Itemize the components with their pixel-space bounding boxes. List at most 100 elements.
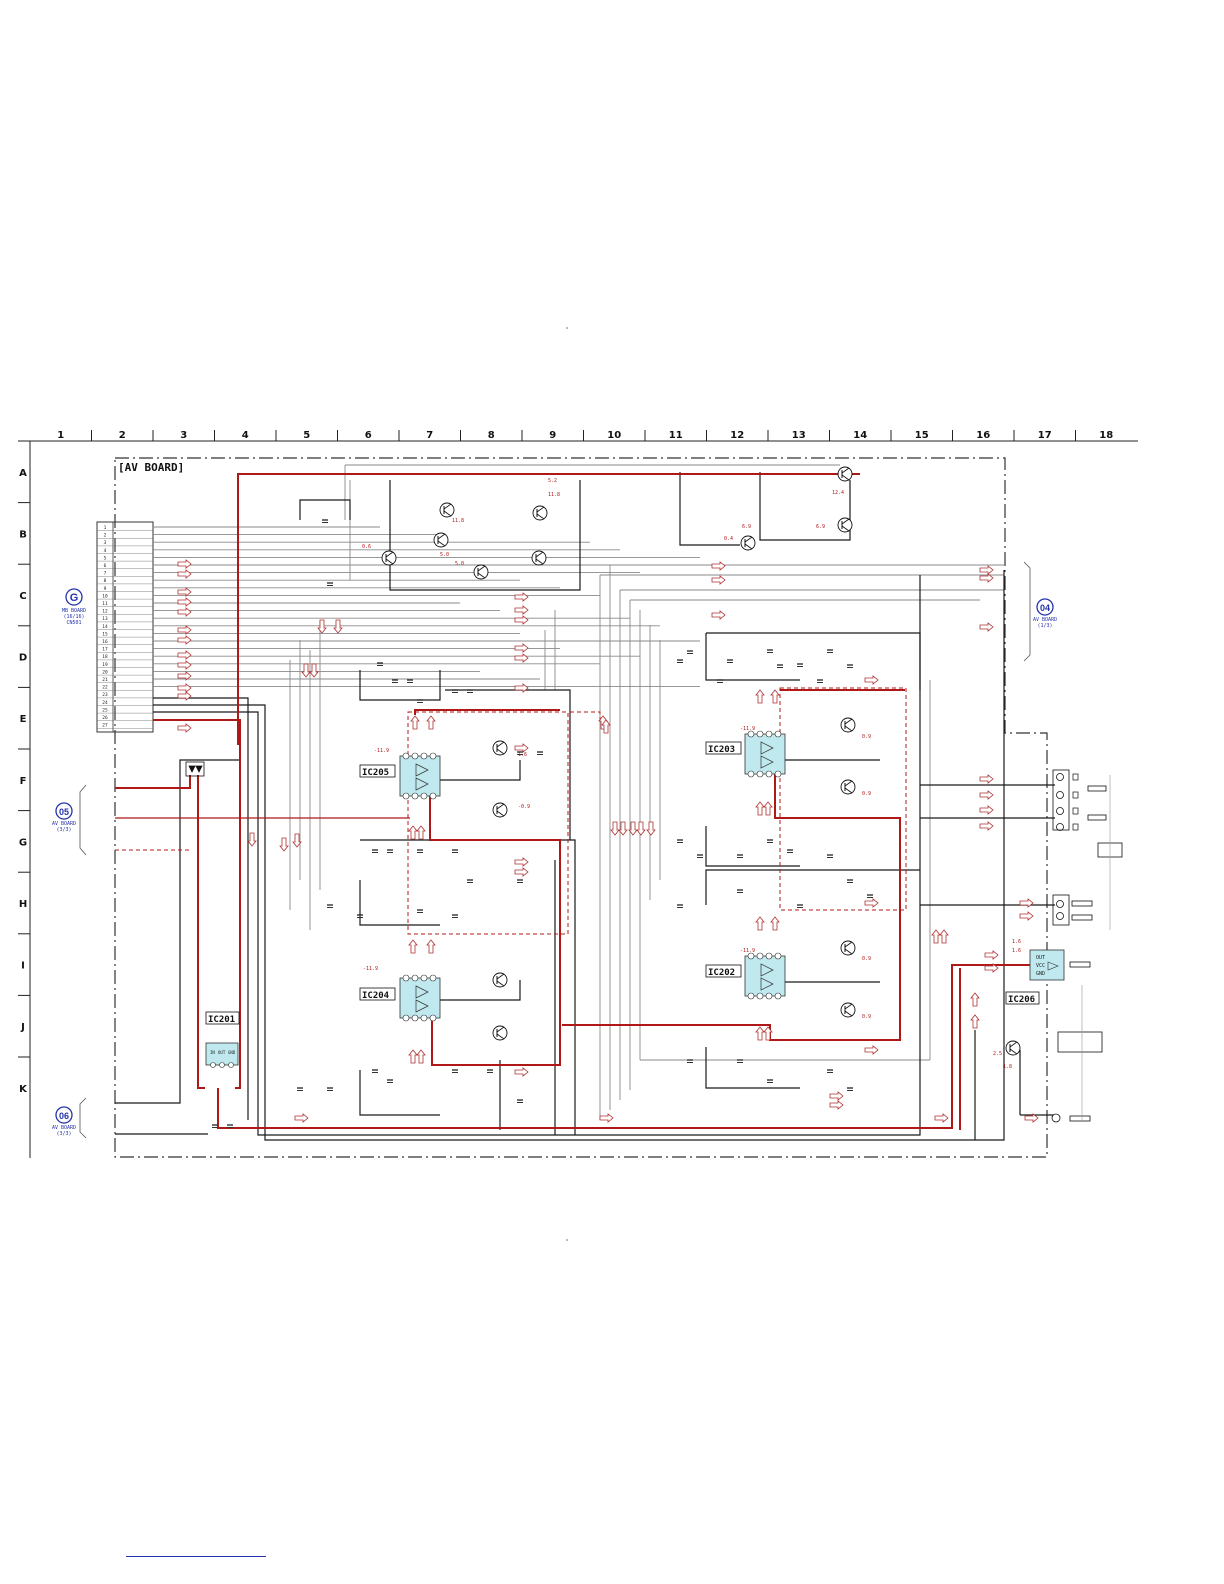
column-label-1: 1 [57,430,64,441]
row-label-G: G [19,837,27,848]
row-label-D: D [19,653,27,664]
ic206-pin-out: OUT [1036,955,1045,961]
signal-arrow [333,619,343,634]
signal-arrow [301,663,311,678]
transistor [837,517,853,533]
signal-arrow [416,825,426,840]
connector-pin-11: 11 [102,601,108,607]
signal-arrow [177,607,192,617]
connector-pin-21: 21 [102,677,108,683]
connector-pin-8: 8 [104,578,107,584]
transistor [740,535,756,551]
signal-arrow [979,821,994,831]
signal-arrow [618,821,628,836]
voltage-label: 0.9 [862,956,871,962]
ref-06-sheet: (3/3) [56,1131,71,1137]
signal-arrow [514,615,529,625]
ic201-label: IC201 [208,1015,235,1025]
signal-arrow [636,821,646,836]
signal-arrow [755,916,765,931]
voltage-label: 0.4 [724,536,733,542]
connector-pin-26: 26 [102,715,108,721]
column-label-14: 14 [853,430,867,441]
voltage-label: -11.9 [740,726,755,732]
ic206-body: OUT VCC GND [1029,949,1065,981]
offpage-ref-04: 04 AV BOARD (1/3) [1023,561,1057,662]
ref-05-sheet: (3/3) [56,827,71,833]
column-label-7: 7 [426,430,433,441]
signal-arrow [514,592,529,602]
transistor [840,779,856,795]
ref-g-board: MB BOARD [62,608,86,614]
column-label-4: 4 [242,430,249,441]
voltage-label: 1.8 [1003,1064,1012,1070]
voltage-label: 0.9 [862,1014,871,1020]
connector-pin-12: 12 [102,609,108,615]
ic-layer [399,730,786,1022]
signal-wires-gray [153,464,1004,1120]
signal-arrow [755,1026,765,1041]
ic206-pin-gnd: GND [1036,971,1045,977]
connector-pin-18: 18 [102,654,108,660]
transistor [840,717,856,733]
registration-mark-bottom [566,1239,568,1241]
signal-arrow [177,559,192,569]
transistor [492,802,508,818]
connector-pin-27: 27 [102,723,108,729]
signal-arrow [610,821,620,836]
signal-arrow [711,610,726,620]
signal-arrow [970,1014,980,1029]
connector-pin-19: 19 [102,662,108,668]
signal-arrow [979,774,994,784]
column-label-5: 5 [303,430,310,441]
signal-arrow [829,1100,844,1110]
ic205-label: IC205 [362,768,389,778]
transistor-layer [381,466,1021,1056]
column-label-2: 2 [119,430,126,441]
signal-arrow [177,723,192,733]
signal-arrow [177,691,192,701]
signal-arrow [934,1113,949,1123]
output-jacks [1051,769,1123,1123]
diode-pair [185,761,205,777]
ic201-pin-gnd: GND [228,1050,236,1055]
transistor [837,466,853,482]
row-label-K: K [19,1084,28,1095]
grid-frame [18,430,1138,1158]
voltage-label: 12.4 [832,490,844,496]
voltage-label: 5.0 [440,552,449,558]
voltage-label: 1.6 [1012,948,1021,954]
transistor [840,1002,856,1018]
signal-arrow [177,625,192,635]
signal-arrow [770,916,780,931]
ic204-body [399,974,441,1022]
connector-pin-16: 16 [102,639,108,645]
signal-arrow [279,837,289,852]
signal-arrow [514,743,529,753]
wires-red [115,473,1030,1130]
signal-arrow [864,898,879,908]
voltage-label: 0.9 [862,734,871,740]
row-label-A: A [19,468,27,479]
voltage-label: -11.9 [740,948,755,954]
signal-arrow [177,683,192,693]
column-label-3: 3 [180,430,187,441]
column-label-18: 18 [1099,430,1113,441]
ref-05-board: AV BOARD [52,821,76,827]
voltage-label: 1.6 [1012,939,1021,945]
transistor [381,550,397,566]
signal-arrow [601,719,611,734]
ref-g-letter: G [70,592,79,604]
wires-black [115,472,1055,1141]
voltage-label: 2.5 [993,1051,1002,1057]
offpage-ref-g: G MB BOARD (16/16) CN501 [62,588,86,626]
signal-arrow [1019,898,1034,908]
signal-arrow [646,821,656,836]
signal-arrow [763,801,773,816]
voltage-label: -11.9 [374,748,389,754]
ref-06-num: 06 [59,1111,69,1121]
transistor [492,1025,508,1041]
column-label-11: 11 [669,430,683,441]
